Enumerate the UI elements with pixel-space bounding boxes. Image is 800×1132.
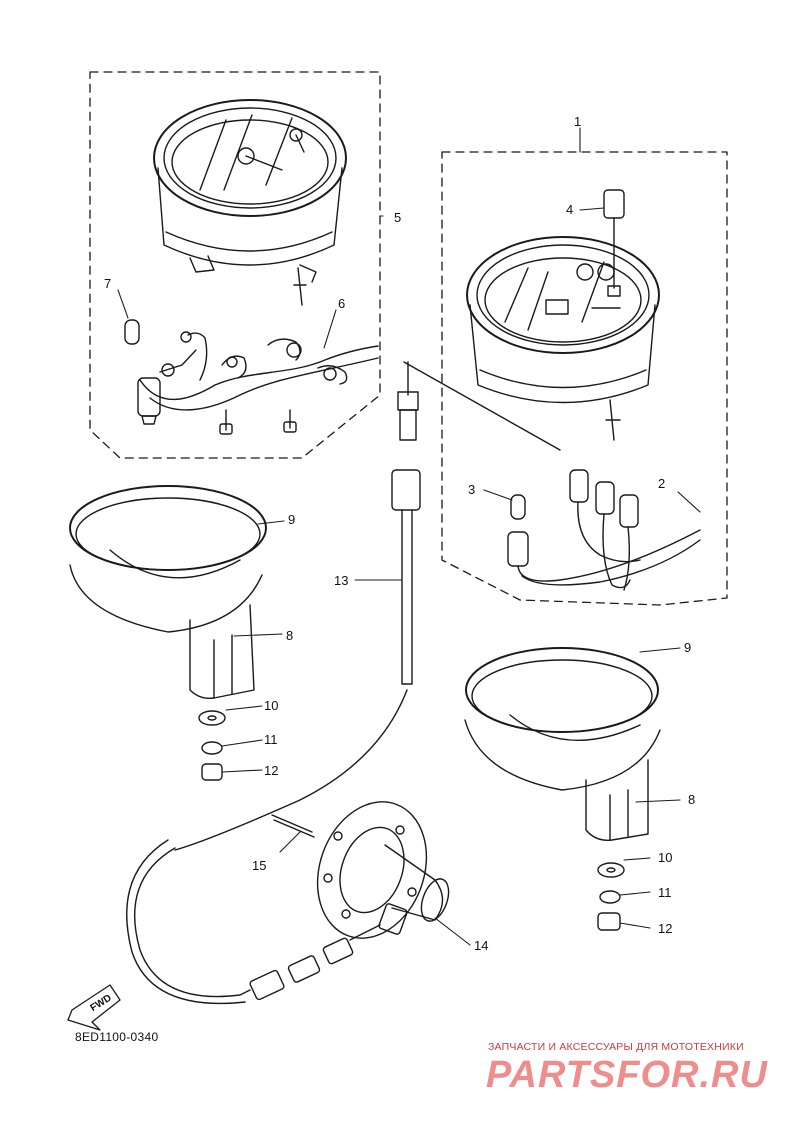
gauge-bracket-right — [464, 647, 661, 841]
callout-2: 2 — [658, 476, 665, 491]
nut-12-right — [597, 912, 621, 931]
speedometer-wire-harness-2 — [507, 469, 701, 591]
watermark-tagline: ЗАПЧАСТИ И АКСЕССУАРЫ ДЛЯ МОТОТЕХНИКИ — [488, 1041, 744, 1053]
washer-10-left — [198, 710, 226, 726]
callout-13: 13 — [334, 573, 348, 588]
callout-11-right: 11 — [658, 885, 672, 900]
reset-knob-4 — [603, 189, 625, 297]
assembly-1-boundary — [441, 151, 728, 606]
callout-12-right: 12 — [658, 921, 672, 936]
bulb-3 — [510, 494, 526, 520]
bulb-socket-left — [137, 377, 161, 425]
fwd-label: FWD — [88, 993, 113, 1014]
pin-15 — [271, 814, 315, 838]
leader-lines — [117, 127, 701, 946]
callout-8-left: 8 — [286, 628, 293, 643]
tachometer-gauge — [153, 99, 347, 306]
callout-11-left: 11 — [264, 732, 278, 747]
callout-labels: 1 2 3 4 5 6 7 9 8 10 11 12 13 15 14 9 8 … — [88, 114, 695, 1014]
callout-7: 7 — [104, 276, 111, 291]
callout-1: 1 — [574, 114, 581, 129]
lock-washer-11-right — [599, 890, 621, 904]
gauge-bracket-left — [69, 485, 267, 700]
speedometer-cable-13 — [126, 361, 421, 1005]
callout-10-left: 10 — [264, 698, 278, 713]
screw-left-b — [283, 409, 297, 433]
callout-14: 14 — [474, 938, 488, 953]
callout-15: 15 — [252, 858, 266, 873]
lock-washer-11-left — [201, 741, 223, 755]
callout-8-right: 8 — [688, 792, 695, 807]
callout-3: 3 — [468, 482, 475, 497]
cable-end-fitting — [249, 924, 381, 1001]
callout-9-left: 9 — [288, 512, 295, 527]
callout-4: 4 — [566, 202, 573, 217]
gauge-wire-harness-6 — [139, 331, 379, 411]
callout-10-right: 10 — [658, 850, 672, 865]
nut-12-left — [201, 763, 223, 781]
callout-6: 6 — [338, 296, 345, 311]
diagram-code: 8ED1100-0340 — [75, 1030, 159, 1044]
screw-left-a — [219, 409, 233, 435]
speedometer-gauge — [403, 236, 660, 451]
speedometer-gear-unit-14 — [316, 801, 450, 939]
bulb-7 — [124, 319, 140, 345]
callout-9-right: 9 — [684, 640, 691, 655]
watermark-logo: PARTSFOR.RU — [486, 1054, 768, 1096]
callout-12-left: 12 — [264, 763, 278, 778]
callout-5: 5 — [394, 210, 401, 225]
fwd-arrow-icon — [67, 984, 121, 1031]
washer-10-right — [597, 862, 625, 878]
